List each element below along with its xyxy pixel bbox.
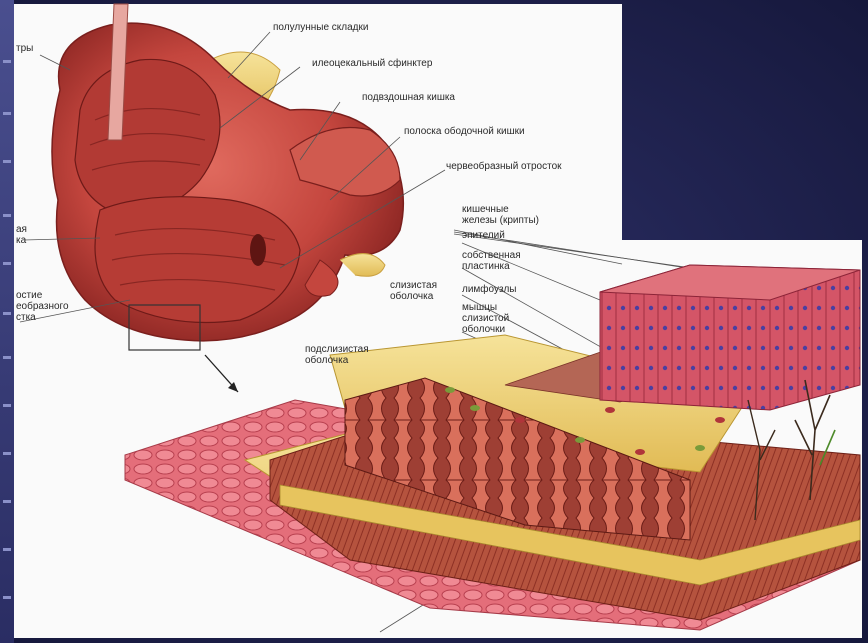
label-lymph-follicles: лимфоузлы <box>462 284 516 295</box>
label-left-bottom: остие еобразного стка <box>16 290 69 323</box>
label-ileum: подвздошная кишка <box>362 92 455 103</box>
label-semilunar-folds: полулунные складки <box>273 22 368 33</box>
label-left-top: тры <box>16 43 33 54</box>
label-colon-band: полоска ободочной кишки <box>404 126 525 137</box>
label-ileocecal-sphincter: илеоцекальный сфинктер <box>312 58 432 69</box>
label-mucosa: слизистая оболочка <box>390 280 437 302</box>
label-epithelium: эпителий <box>462 230 505 241</box>
label-muscularis-mucosae: мышцы слизистой оболочки <box>462 302 509 335</box>
label-appendix: червеобразный отросток <box>446 161 562 172</box>
label-left-mid: ая ка <box>16 224 27 246</box>
label-crypts: кишечные железы (крипты) <box>462 204 539 226</box>
label-submucosa: подслизистая оболочка <box>305 344 369 366</box>
label-lamina-propria: собственная пластинка <box>462 250 521 272</box>
